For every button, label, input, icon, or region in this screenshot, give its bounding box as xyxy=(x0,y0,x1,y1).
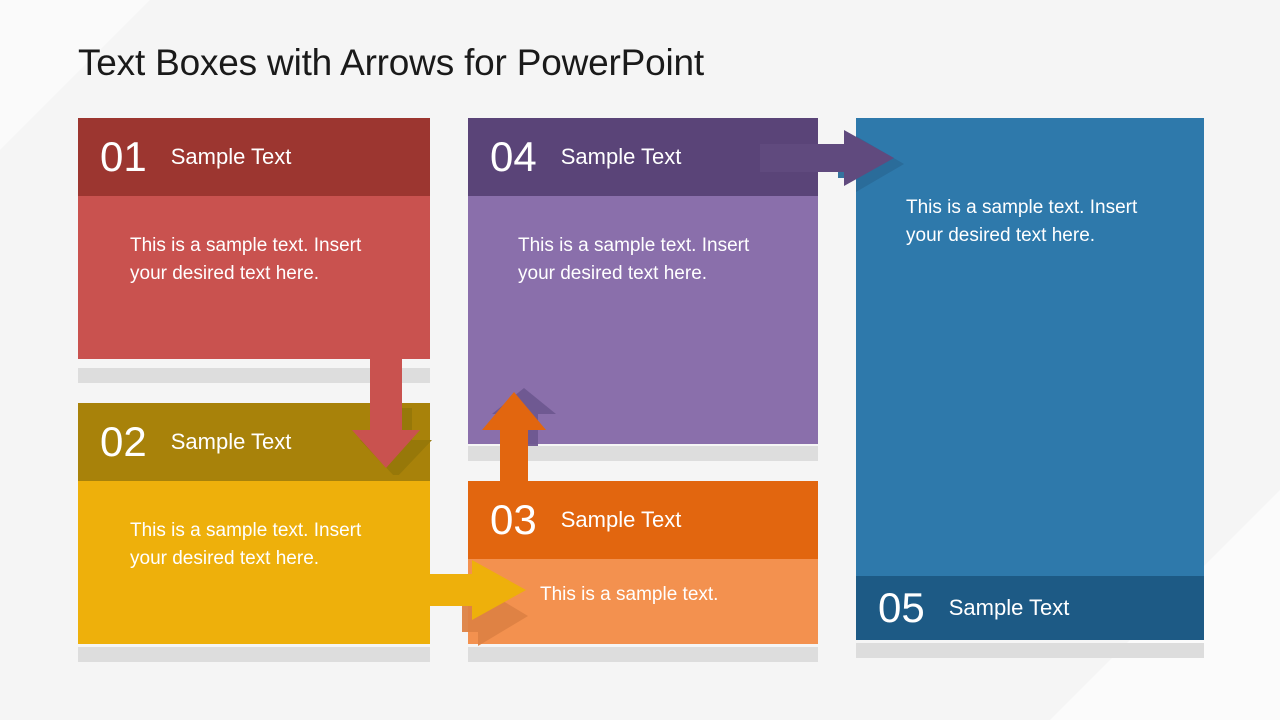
card-header-05: 05 Sample Text xyxy=(856,576,1204,640)
card-header-01: 01 Sample Text xyxy=(78,118,430,196)
card-body-02: This is a sample text. Insert your desir… xyxy=(78,481,430,644)
card-title-05: Sample Text xyxy=(948,595,1070,620)
card-shadow-04 xyxy=(468,446,818,461)
card-body-03: This is a sample text. xyxy=(468,559,818,644)
card-01[interactable]: 01 Sample Text This is a sample text. In… xyxy=(78,118,430,359)
card-shadow-03 xyxy=(468,647,818,662)
card-title-03: Sample Text xyxy=(560,507,682,532)
page-title: Text Boxes with Arrows for PowerPoint xyxy=(78,42,704,83)
arrow-right-purple-icon xyxy=(760,128,915,206)
card-number-02: 02 xyxy=(100,418,147,465)
card-02[interactable]: 02 Sample Text This is a sample text. In… xyxy=(78,403,430,644)
arrow-right-gold-icon xyxy=(400,560,535,655)
arrow-up-orange-icon xyxy=(478,388,566,498)
card-shadow-01 xyxy=(78,368,430,383)
card-body-05: This is a sample text. Insert your desir… xyxy=(856,118,1204,576)
card-shadow-05 xyxy=(856,643,1204,658)
card-number-03: 03 xyxy=(490,496,537,543)
arrow-down-red-icon xyxy=(352,290,442,475)
card-number-05: 05 xyxy=(878,584,925,631)
card-title-01: Sample Text xyxy=(170,144,292,169)
card-title-02: Sample Text xyxy=(170,429,292,454)
card-03[interactable]: 03 Sample Text This is a sample text. xyxy=(468,481,818,644)
card-shadow-02 xyxy=(78,647,430,662)
card-title-04: Sample Text xyxy=(560,144,682,169)
card-05[interactable]: This is a sample text. Insert your desir… xyxy=(856,118,1204,640)
card-number-04: 04 xyxy=(490,133,537,180)
card-04[interactable]: 04 Sample Text This is a sample text. In… xyxy=(468,118,818,444)
card-header-04: 04 Sample Text xyxy=(468,118,818,196)
card-number-01: 01 xyxy=(100,133,147,180)
